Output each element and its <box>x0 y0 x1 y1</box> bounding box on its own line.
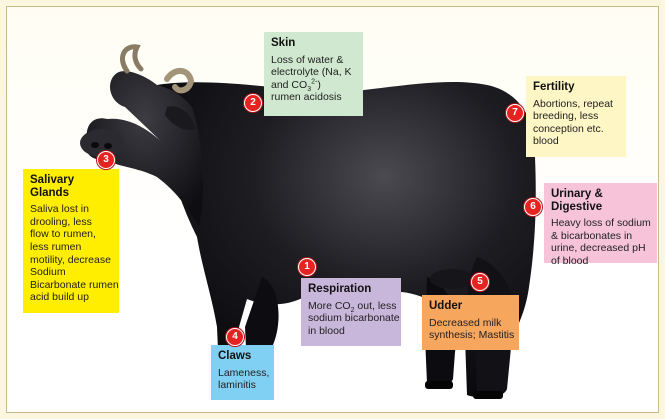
salivary-text-line: flow to rumen, <box>30 228 113 241</box>
skin-text-line: Loss of water & <box>271 54 357 67</box>
udder-text-line: synthesis; Mastitis <box>429 329 513 342</box>
urinary-digestive-box: Urinary & Digestive Heavy loss of sodium… <box>544 183 657 263</box>
udder-title: Udder <box>429 300 513 313</box>
figure-frame: Skin Loss of water & electrolyte (Na, K … <box>6 6 659 413</box>
skin-text-line: and CO32-) <box>271 79 357 92</box>
marker-3: 3 <box>97 151 115 169</box>
urinary-text-line: Heavy loss of sodium <box>551 217 651 230</box>
skin-text-line: rumen acidosis <box>271 91 357 104</box>
fertility-title: Fertility <box>533 81 620 94</box>
marker-6: 6 <box>524 198 542 216</box>
urinary-text-line: urine, decreased pH <box>551 242 651 255</box>
marker-7: 7 <box>506 104 524 122</box>
urinary-text-line: & bicarbonates in <box>551 230 651 243</box>
respiration-title: Respiration <box>308 283 395 296</box>
skin-title: Skin <box>271 37 357 50</box>
skin-text-line: electrolyte (Na, K <box>271 66 357 79</box>
urinary-text-line: of blood <box>551 255 651 268</box>
respiration-text-line: in blood <box>308 325 395 338</box>
salivary-text-line: Bicarbonate rumen <box>30 279 113 292</box>
marker-1: 1 <box>298 258 316 276</box>
claws-box: Claws Lameness, laminitis <box>211 345 274 400</box>
salivary-text-line: Saliva lost in <box>30 203 113 216</box>
salivary-text-line: drooling, less <box>30 216 113 229</box>
marker-4: 4 <box>226 328 244 346</box>
fertility-text-line: blood <box>533 135 620 148</box>
salivary-text-line: less rumen <box>30 241 113 254</box>
claws-title: Claws <box>218 350 268 363</box>
buffalo-udder <box>430 269 474 289</box>
respiration-text-line: More CO2 out, less <box>308 300 395 313</box>
respiration-text-line: sodium bicarbonate <box>308 312 395 325</box>
marker-5: 5 <box>471 273 489 291</box>
fertility-box: Fertility Abortions, repeat breeding, le… <box>526 76 626 157</box>
fertility-text-line: breeding, less <box>533 110 620 123</box>
salivary-glands-box: Salivary Glands Saliva lost in drooling,… <box>23 169 119 313</box>
fertility-text-line: conception etc. <box>533 123 620 136</box>
claws-text-line: laminitis <box>218 379 268 392</box>
fertility-text-line: Abortions, repeat <box>533 98 620 111</box>
salivary-text-line: Sodium <box>30 266 113 279</box>
claws-text-line: Lameness, <box>218 367 268 380</box>
udder-text-line: Decreased milk <box>429 317 513 330</box>
skin-box: Skin Loss of water & electrolyte (Na, K … <box>264 32 363 116</box>
salivary-text-line: motility, decrease <box>30 254 113 267</box>
buffalo-horn-left <box>122 47 141 71</box>
udder-box: Udder Decreased milk synthesis; Mastitis <box>422 295 519 350</box>
marker-2: 2 <box>244 94 262 112</box>
salivary-text-line: acid build up <box>30 291 113 304</box>
urinary-title: Urinary & Digestive <box>551 188 651 213</box>
salivary-title: Salivary Glands <box>30 174 113 199</box>
respiration-box: Respiration More CO2 out, less sodium bi… <box>301 278 401 346</box>
